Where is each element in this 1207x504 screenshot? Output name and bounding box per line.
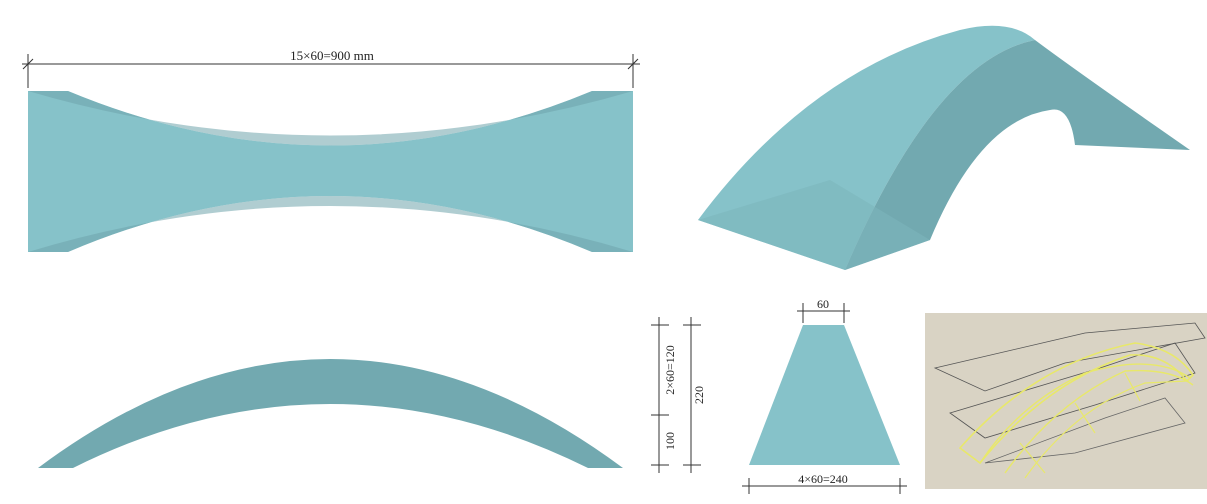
wireframe-arch-inner [979, 363, 1194, 474]
total-height-label: 220 [692, 386, 706, 404]
wireframe-photo [925, 313, 1207, 489]
contour-plane-middle [949, 342, 1196, 439]
bottom-width-label: 4×60=240 [798, 472, 848, 486]
contour-plane-lower [984, 397, 1186, 464]
length-dimension-slash-left [22, 58, 34, 70]
arch-side-face [845, 40, 1190, 270]
top-width-label: 60 [817, 297, 829, 311]
plan-view: 15×60=900 mm [0, 30, 660, 270]
arch-end-face [698, 180, 930, 270]
perspective-view [690, 10, 1200, 280]
cross-section-view: 60 4×60=240 2×60=120 100 220 [645, 295, 920, 499]
perspective-drawing [698, 25, 1190, 270]
cross-section-drawing: 60 4×60=240 2×60=120 100 220 [651, 297, 907, 494]
wireframe-ribs [1019, 372, 1188, 479]
length-dimension-label: 15×60=900 mm [290, 48, 374, 63]
elevation-view [20, 310, 640, 490]
plan-view-drawing: 15×60=900 mm [22, 48, 640, 252]
plan-body [28, 91, 633, 252]
upper-height-label: 2×60=120 [663, 345, 677, 395]
elevation-arch [38, 359, 623, 468]
length-dimension-slash-right [627, 58, 639, 70]
wireframe-drawing [933, 322, 1206, 479]
lower-height-label: 100 [663, 432, 677, 450]
wireframe-arch-outer [958, 342, 1195, 465]
section-trapezoid [749, 325, 900, 465]
elevation-drawing [38, 359, 623, 468]
contour-plane-upper [933, 322, 1206, 392]
